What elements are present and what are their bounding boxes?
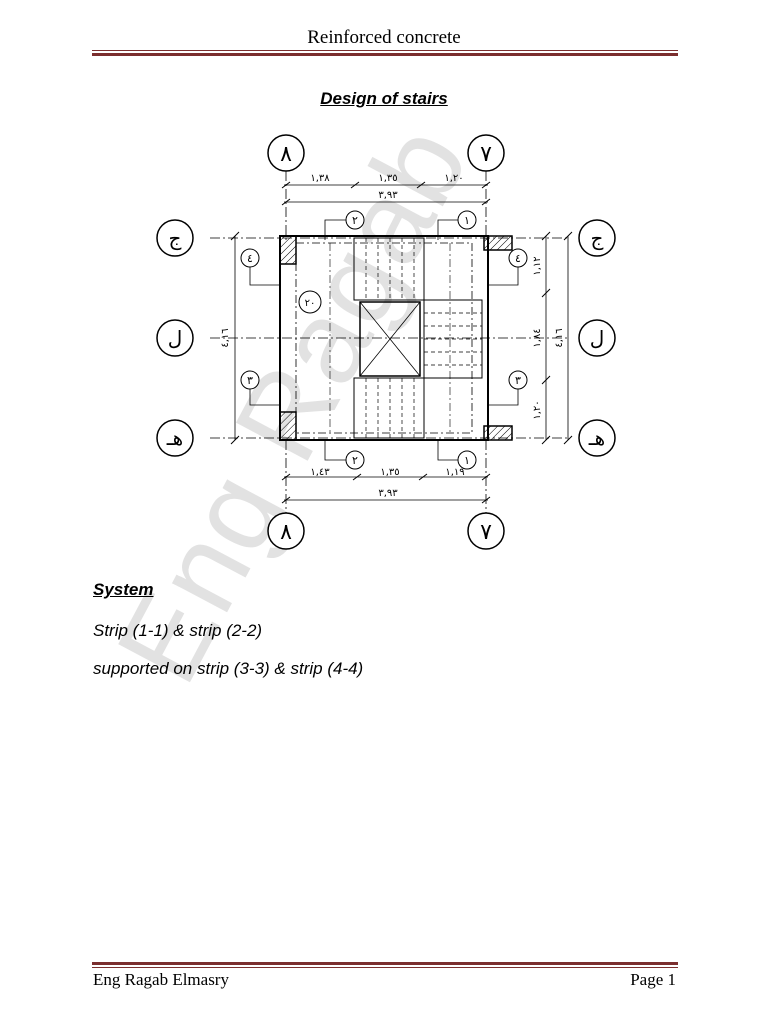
axis-bubble-row-top-right: ج bbox=[578, 219, 616, 257]
strip-marker-3-left: ٣ bbox=[240, 370, 260, 390]
axis-bubble-row-mid-right: ل bbox=[578, 319, 616, 357]
strip-marker-2-bottom: ٢ bbox=[345, 450, 365, 470]
system-heading: System bbox=[93, 580, 154, 599]
dim-top-total: ٣,٩٣ bbox=[378, 190, 398, 201]
footer-author: Eng Ragab Elmasry bbox=[93, 970, 229, 989]
dim-right-total: ٤,١٦ bbox=[554, 328, 565, 347]
svg-text:٨: ٨ bbox=[280, 142, 292, 167]
dim-bottom-3: ١,١٩ bbox=[445, 467, 464, 478]
svg-text:ل: ل bbox=[590, 326, 605, 350]
svg-text:٤: ٤ bbox=[247, 252, 253, 265]
svg-text:٢٠: ٢٠ bbox=[305, 298, 316, 309]
svg-text:ل: ل bbox=[168, 326, 183, 350]
svg-text:٢: ٢ bbox=[352, 214, 358, 227]
svg-text:١: ١ bbox=[464, 214, 470, 227]
footer-rule-thin bbox=[92, 967, 678, 968]
svg-text:٣: ٣ bbox=[515, 374, 521, 387]
svg-text:هـ: هـ bbox=[166, 426, 183, 450]
svg-text:٣: ٣ bbox=[247, 374, 253, 387]
dim-right-2: ١,٨٤ bbox=[532, 328, 543, 347]
footer-rule-thick bbox=[92, 962, 678, 965]
svg-text:١: ١ bbox=[464, 454, 470, 467]
strip-marker-4-left: ٤ bbox=[240, 248, 260, 268]
svg-text:ج: ج bbox=[591, 226, 604, 250]
header-rule-thick bbox=[92, 53, 678, 56]
svg-text:٧: ٧ bbox=[480, 142, 492, 167]
strip-marker-1-top: ١ bbox=[457, 210, 477, 230]
dim-top-1: ١,٣٨ bbox=[310, 173, 330, 184]
axis-bubble-row-bottom-left: هـ bbox=[156, 419, 194, 457]
dim-right-3: ١,٢٠ bbox=[532, 400, 543, 419]
strip-marker-4-right: ٤ bbox=[508, 248, 528, 268]
svg-text:٨: ٨ bbox=[280, 520, 292, 545]
dim-left-total: ٤,١٦ bbox=[220, 328, 231, 347]
footer-page-number: Page 1 bbox=[630, 970, 676, 989]
svg-text:ج: ج bbox=[169, 226, 182, 250]
header-title: Reinforced concrete bbox=[307, 27, 461, 48]
document-heading: Design of stairs bbox=[320, 89, 448, 108]
svg-text:٢: ٢ bbox=[352, 454, 358, 467]
axis-bubble-row-mid-left: ل bbox=[156, 319, 194, 357]
svg-text:٤: ٤ bbox=[515, 252, 521, 265]
axis-bubble-row-bottom-right: هـ bbox=[578, 419, 616, 457]
axis-bubble-8-bottom: ٨ bbox=[267, 512, 305, 550]
dim-top-3: ١,٢٠ bbox=[444, 173, 463, 184]
dim-right-1: ١,١٢ bbox=[532, 256, 543, 275]
dim-bottom-2: ١,٣٥ bbox=[380, 467, 399, 478]
system-line-1: Strip (1-1) & strip (2-2) bbox=[93, 621, 263, 640]
axis-bubble-8-top: ٨ bbox=[267, 134, 305, 172]
svg-text:٧: ٧ bbox=[480, 520, 492, 545]
axis-bubble-row-top-left: ج bbox=[156, 219, 194, 257]
label-20: ٢٠ bbox=[298, 290, 322, 314]
dim-bottom-total: ٣,٩٣ bbox=[378, 488, 398, 499]
strip-marker-3-right: ٣ bbox=[508, 370, 528, 390]
strip-marker-2-top: ٢ bbox=[345, 210, 365, 230]
system-line-2: supported on strip (3-3) & strip (4-4) bbox=[93, 659, 364, 678]
axis-bubble-7-bottom: ٧ bbox=[467, 512, 505, 550]
axis-bubble-7-top: ٧ bbox=[467, 134, 505, 172]
stair-plan-drawing: ٨ ٧ ١,٣٨ ١,٣٥ ١,٢٠ ٣,٩٣ ٢ ١ bbox=[156, 134, 616, 550]
svg-text:هـ: هـ bbox=[588, 426, 605, 450]
dim-bottom-1: ١,٤٣ bbox=[310, 467, 330, 478]
dim-top-2: ١,٣٥ bbox=[378, 173, 397, 184]
header-rule-thin bbox=[92, 50, 678, 51]
